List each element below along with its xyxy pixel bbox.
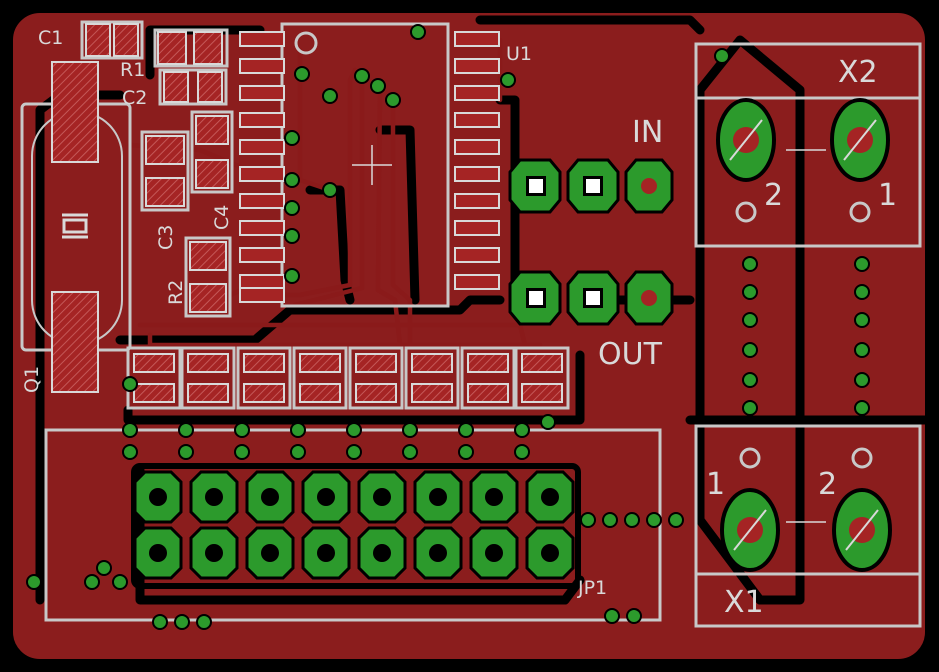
q1-crystal: Q1 [20,61,132,393]
x1-connector: X1 1 2 [694,424,922,628]
u1-left-pins [239,31,285,303]
x2-pad-1 [830,98,890,182]
label-c2: C2 [122,87,147,109]
label-u1: U1 [506,43,532,65]
label-q1: Q1 [21,366,43,393]
jp1-pins [133,470,575,580]
label-x2-pin-1: 1 [878,178,897,213]
u1-origin-cross [352,145,392,185]
r-array-5 [348,346,404,410]
out-pad-2 [566,270,620,326]
x1-pad-2 [832,488,892,572]
in-pad-3 [624,158,674,214]
r-array-7 [460,346,516,410]
smd-c4: C4 [190,110,234,230]
smd-c1: C1 [38,20,144,60]
x2-connector: X2 2 1 [694,42,922,248]
label-x1: X1 [724,585,764,620]
u1-right-pins [454,31,500,290]
smd-r1: R1 [120,28,229,81]
label-x1-pin-2: 2 [818,467,837,502]
r-array-8 [514,346,570,410]
label-out: OUT [598,337,663,372]
r-array-1 [126,346,182,410]
label-x1-pin-1: 1 [706,467,725,502]
resistor-array [126,346,570,410]
smd-c2: C2 [122,68,228,109]
smd-r2: R2 [165,236,232,318]
smd-c3: C3 [140,130,190,250]
label-jp1: JP1 [577,577,607,599]
out-pad-1 [508,270,562,326]
in-pad-1 [508,158,562,214]
q1-pad-top [51,61,99,163]
out-pad-3 [624,270,674,326]
crystal-symbol [62,213,88,239]
r-array-6 [404,346,460,410]
label-in: IN [632,115,663,150]
u1-chip: U1 [239,22,532,308]
r-array-2 [180,346,236,410]
label-x2: X2 [838,55,878,90]
label-c4: C4 [211,205,233,230]
in-header: IN [508,115,674,214]
x2-pad-2 [716,98,776,182]
r-array-3 [236,346,292,410]
x1-pad-1 [720,488,780,572]
label-r2: R2 [165,280,187,305]
jp1-header: JP1 [44,428,662,622]
out-header: OUT [508,270,674,372]
r-array-4 [292,346,348,410]
label-x2-pin-2: 2 [764,178,783,213]
label-r1: R1 [120,59,145,81]
label-c1: C1 [38,27,63,49]
vias [26,24,870,630]
label-c3: C3 [155,225,177,250]
q1-pad-bottom [51,291,99,393]
in-pad-2 [566,158,620,214]
